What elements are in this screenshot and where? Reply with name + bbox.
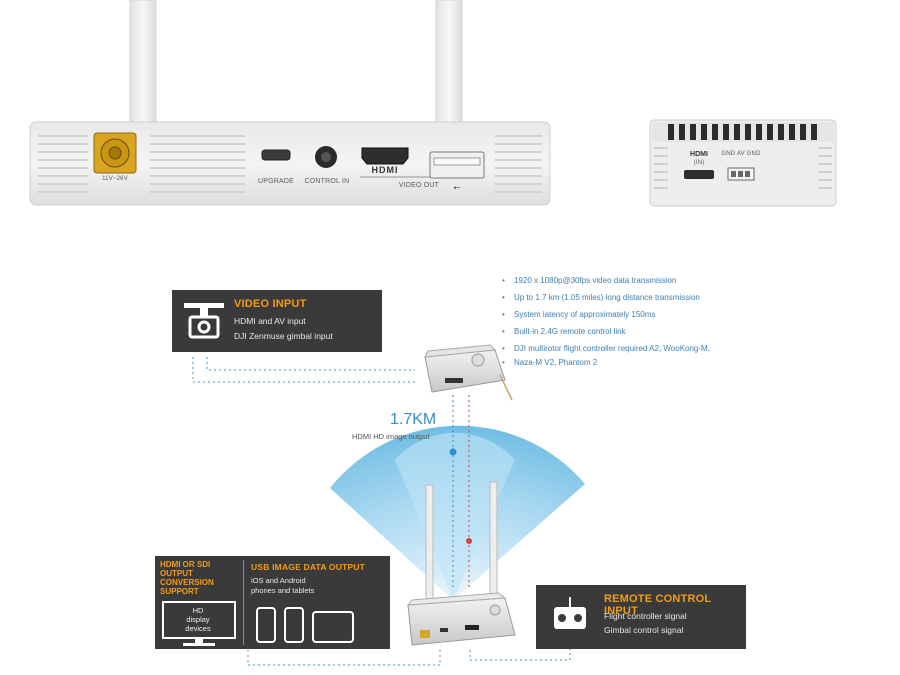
signal-beam-inner	[395, 432, 515, 600]
mini-hdmi-port-icon	[684, 170, 714, 179]
hdmi-output-title-line: SUPPORT	[160, 587, 199, 596]
side-vent	[668, 124, 817, 140]
ground-unit-device	[406, 481, 516, 646]
air-unit-device	[424, 344, 513, 401]
mobile-devices-icon	[256, 607, 354, 643]
usb-output-line-1: iOS and Android	[251, 576, 306, 585]
vent-right	[495, 135, 542, 193]
video-input-panel: VIDEO INPUT HDMI and AV input DJI Zenmus…	[172, 290, 382, 352]
spec-item: DJI multirotor flight controller require…	[502, 340, 802, 357]
side-device-illustration	[649, 119, 837, 207]
power-connector-icon	[93, 132, 137, 174]
remote-controller-icon	[554, 597, 586, 629]
spec-list: 1920 x 1080p@30fps video data transmissi…	[502, 272, 802, 371]
range-distance: 1.7KM	[390, 411, 437, 428]
power-label: 11V~26V	[102, 176, 128, 182]
spec-item-continued: Naza-M V2, Phantom 2	[502, 354, 802, 371]
upgrade-label: UPGRADE	[257, 178, 295, 185]
usb-port-icon	[429, 151, 485, 179]
hdmi-output-title-line: HDMI OR SDI	[160, 560, 211, 569]
micro-usb-port-icon	[261, 149, 291, 161]
audio-jack-icon	[315, 146, 337, 168]
hd-display-icon	[162, 601, 236, 646]
video-out-label: VIDEO OUT	[398, 182, 440, 189]
usb-output-line-2: phones and tablets	[251, 586, 315, 595]
hd-display-label-line: devices	[185, 624, 211, 633]
output-panel: HDMI OR SDI OUTPUT CONVERSION SUPPORT HD…	[155, 556, 390, 649]
video-input-link	[192, 357, 415, 383]
spec-item: Built-in 2.4G remote control link	[502, 323, 802, 340]
video-input-line-1: HDMI and AV input	[234, 316, 306, 326]
hd-display-label-line: display	[186, 615, 210, 624]
video-input-link-2	[206, 357, 415, 371]
vent-middle	[150, 135, 245, 193]
side-side-fins	[654, 147, 832, 189]
remote-control-line-2: Gimbal control signal	[604, 625, 684, 635]
hdmi-logo: HDMI	[371, 165, 399, 175]
range-caption: HDMI HD image output	[352, 432, 430, 441]
hdmi-port-icon	[361, 147, 409, 165]
hdmi-output-title-line: CONVERSION	[160, 578, 214, 587]
antenna-right	[435, 0, 463, 126]
link-node-blue	[449, 448, 457, 456]
control-in-label: CONTROL IN	[304, 178, 350, 185]
side-device: HDMI (IN) GND AV GND	[648, 118, 838, 208]
side-hdmi-in-label: (IN)	[693, 160, 705, 166]
hd-display-label: HD display devices	[163, 606, 233, 633]
output-divider	[243, 560, 244, 645]
hd-display-label-line: HD	[192, 606, 204, 615]
side-av-label: GND AV GND	[721, 151, 761, 157]
hdmi-output-title: HDMI OR SDI OUTPUT CONVERSION SUPPORT	[160, 560, 214, 596]
spec-item: Up to 1.7 km (1.05 miles) long distance …	[502, 289, 802, 306]
av-header-icon	[727, 167, 755, 181]
usb-symbol-icon: ⭠	[453, 183, 460, 193]
side-hdmi-logo: HDMI	[690, 151, 708, 158]
remote-control-line-1: Flight controller signal	[604, 611, 687, 621]
usb-output-title: USB IMAGE DATA OUTPUT	[251, 562, 366, 572]
link-node-red	[466, 538, 472, 544]
antenna-left	[129, 0, 157, 126]
top-device: ⭠ 11V~26V UPGRADE CONTROL IN HDMI VIDEO …	[0, 0, 900, 215]
video-input-title: VIDEO INPUT	[234, 298, 307, 310]
hdmi-output-title-line: OUTPUT	[160, 569, 193, 578]
remote-input-link	[469, 648, 571, 661]
spec-item: System latency of approximately 150ms	[502, 306, 802, 323]
remote-control-panel: REMOTE CONTROL INPUT Flight controller s…	[536, 585, 746, 649]
spec-item: 1920 x 1080p@30fps video data transmissi…	[502, 272, 802, 289]
vent-left	[38, 135, 88, 193]
top-device-illustration: ⭠	[29, 0, 551, 206]
remote-control-title: REMOTE CONTROL INPUT	[604, 593, 712, 617]
gimbal-camera-icon	[184, 303, 224, 339]
video-input-line-2: DJI Zenmuse gimbal input	[234, 331, 333, 341]
